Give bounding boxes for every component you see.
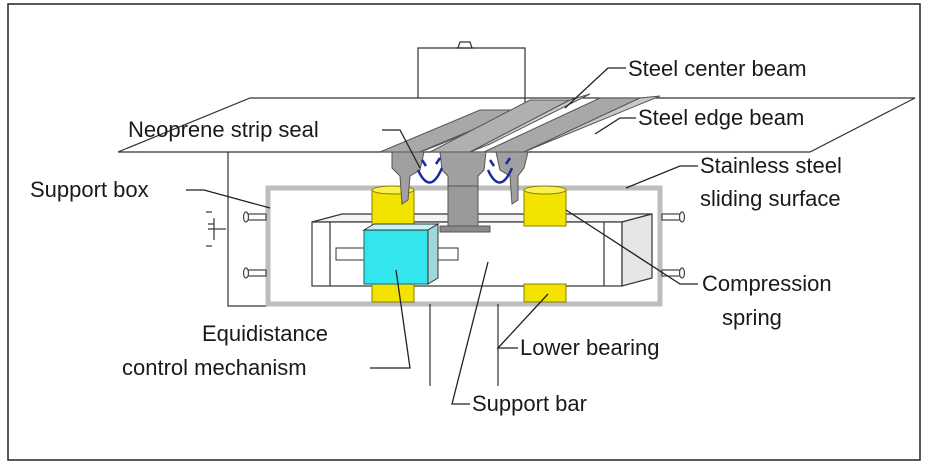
beam-profiles [391,151,529,205]
lower-lines [429,304,499,386]
leader-edge-beam [594,117,636,135]
neoprene-seals [416,157,514,184]
label-steel-edge-beam: Steel edge beam [638,105,805,130]
spring-upper-right [523,189,567,227]
spring-lower-right [523,283,567,303]
leader-support-bar [451,261,489,405]
leader-lower-bearing [496,293,549,349]
steel-beams [379,93,661,153]
label-support-box: Support box [30,177,149,202]
spring-lower-left [371,283,415,303]
label-lower-bearing: Lower bearing [520,335,660,360]
figure-frame [7,3,921,461]
leader-compression [565,209,698,285]
top-symbol [456,41,474,49]
label-steel-center-beam: Steel center beam [628,56,807,81]
leader-stainless [625,165,698,189]
leader-neoprene [382,129,421,169]
equidistance-control [335,223,459,285]
label-stainless-line2: sliding surface [700,186,841,211]
leader-center-beam [564,67,626,109]
label-support-bar: Support bar [472,391,587,416]
label-compression-line1: Compression [702,271,832,296]
label-stainless-line1: Stainless steel [700,153,842,178]
label-compression-line2: spring [722,305,782,330]
leader-equidistance [370,269,411,369]
bolts [242,211,686,279]
leader-lines [186,67,698,405]
left-hanger [227,152,268,307]
label-equidistance-line2: control mechanism [122,355,307,380]
left-symbol [206,211,226,247]
leader-support-box [186,189,271,209]
control-box [363,229,429,285]
label-neoprene-strip-seal: Neoprene strip seal [128,117,319,142]
label-equidistance-line1: Equidistance [202,321,328,346]
